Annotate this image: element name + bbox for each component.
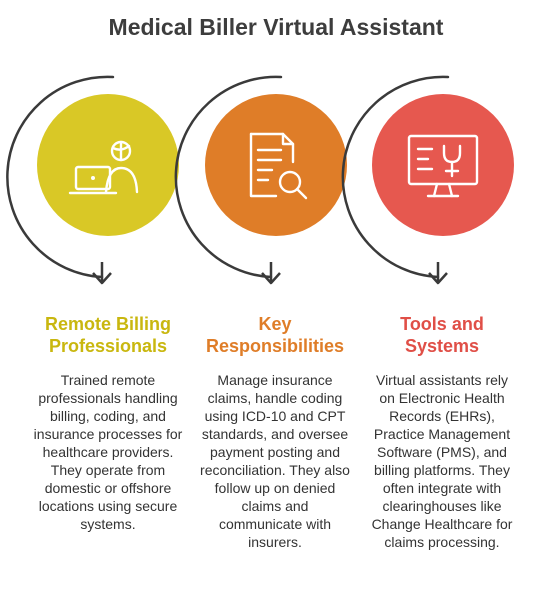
step-3-description: Virtual assistants rely on Electronic He… bbox=[371, 372, 513, 550]
monitor-health-icon bbox=[407, 134, 479, 198]
step-1-heading-line-1: Remote Billing bbox=[44, 314, 171, 334]
step-2-heading-line-1: Key bbox=[258, 314, 292, 334]
step-2-heading: Key Responsibilities bbox=[200, 313, 350, 357]
step-1-circle bbox=[37, 94, 179, 236]
step-2-graphic bbox=[174, 75, 347, 285]
step-3-heading: Tools and Systems bbox=[367, 313, 517, 357]
step-2-heading-line-2: Responsibilities bbox=[205, 336, 345, 356]
step-1-heading-line-2: Professionals bbox=[48, 336, 168, 356]
step-3-arc bbox=[341, 75, 450, 279]
step-3-heading-line-1: Tools and bbox=[400, 314, 484, 334]
step-1-arrow-head bbox=[92, 272, 112, 285]
step-3-heading-line-2: Systems bbox=[404, 336, 480, 356]
step-1-heading: Remote Billing Professionals bbox=[33, 313, 183, 357]
step-3-arrow-head bbox=[428, 272, 448, 285]
document-search-icon bbox=[249, 132, 308, 200]
step-1-graphic bbox=[6, 75, 179, 285]
laptop-person-icon bbox=[68, 140, 139, 195]
step-3-circle bbox=[372, 94, 514, 236]
step-2-circle bbox=[205, 94, 347, 236]
step-1-arc bbox=[6, 75, 115, 279]
step-1-description: Trained remote professionals handling bi… bbox=[33, 372, 183, 532]
step-2-arc bbox=[174, 75, 283, 279]
step-2-arrow-head bbox=[261, 272, 281, 285]
step-3-graphic bbox=[341, 75, 514, 285]
step-2-description: Manage insurance claims, handle coding u… bbox=[200, 372, 350, 550]
page-title: Medical Biller Virtual Assistant bbox=[108, 14, 444, 40]
